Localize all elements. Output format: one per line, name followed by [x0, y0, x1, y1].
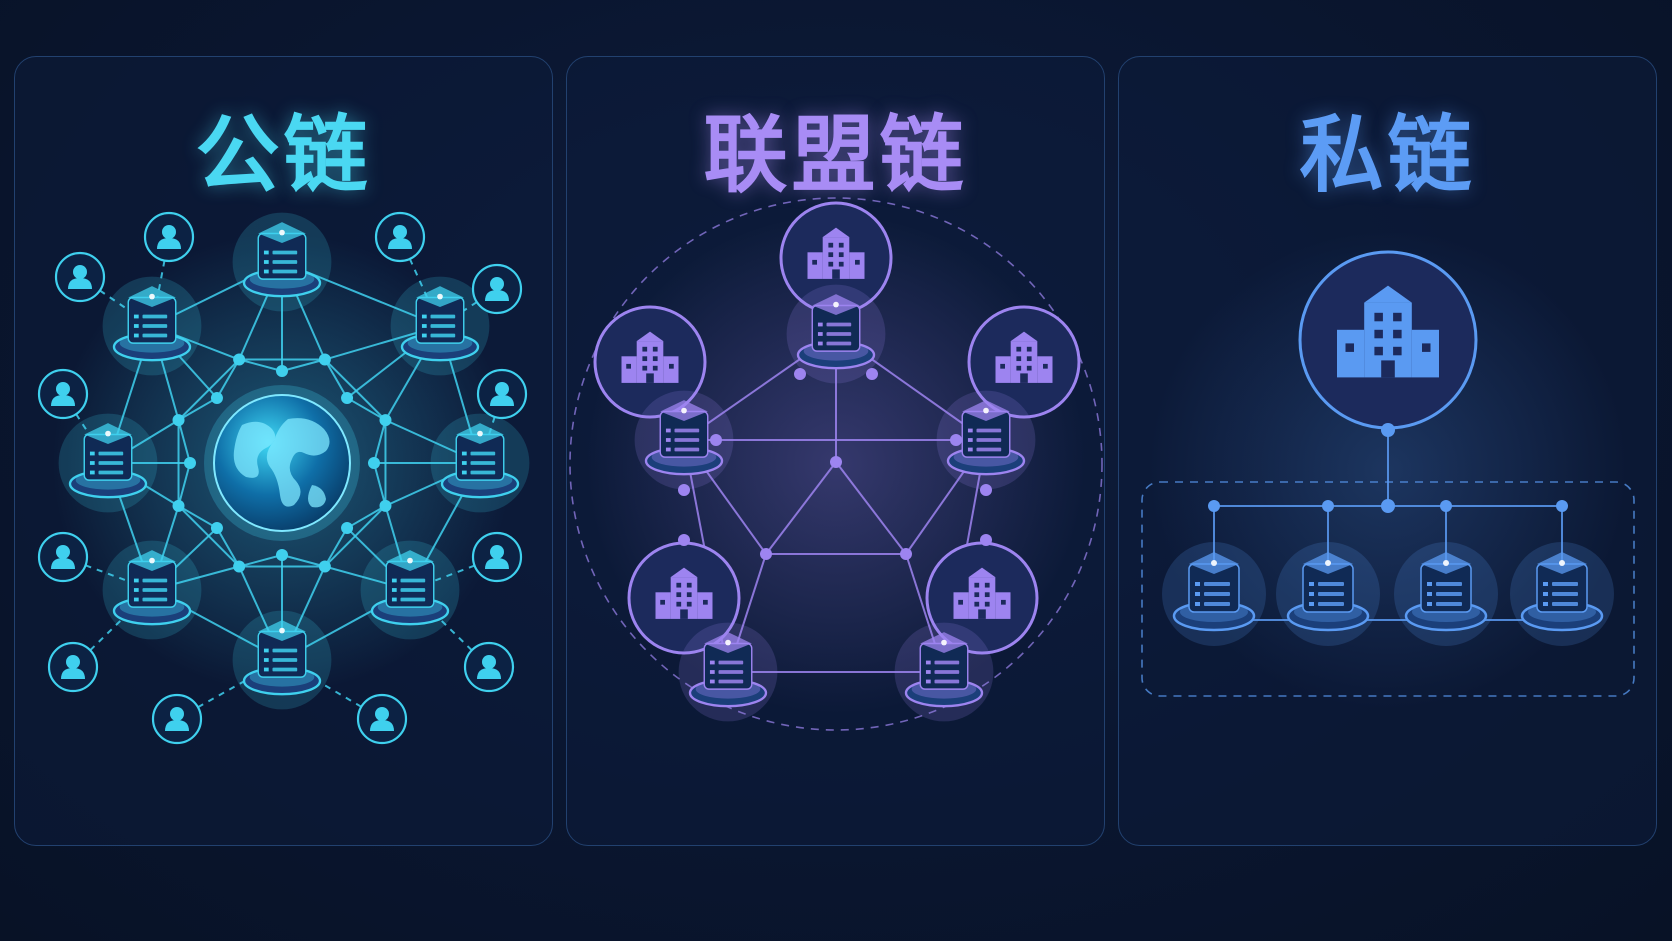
- junction-dot: [1381, 499, 1395, 513]
- junction-dot: [276, 549, 288, 561]
- junction-dot: [379, 414, 392, 427]
- user-icon: [374, 211, 426, 263]
- server-icon: [894, 622, 994, 722]
- mesh-link: [177, 462, 191, 507]
- junction-dot: [794, 368, 806, 380]
- user-icon: [54, 251, 106, 303]
- user-icon: [37, 368, 89, 420]
- mesh-link: [238, 554, 283, 568]
- junction-dot: [318, 560, 331, 573]
- server-icon: [1394, 542, 1498, 646]
- server-icon: [102, 540, 202, 640]
- junction-dot: [980, 484, 992, 496]
- junction-dot: [1208, 500, 1220, 512]
- mesh-link: [324, 358, 387, 421]
- junction-dot: [678, 534, 690, 546]
- junction-dot: [1556, 500, 1568, 512]
- mesh-link: [323, 527, 348, 567]
- junction-dot: [318, 353, 331, 366]
- building-icon: [779, 201, 893, 315]
- junction-dot: [950, 434, 962, 446]
- mesh-link: [281, 554, 326, 568]
- junction-dot: [368, 457, 380, 469]
- junction-dot: [210, 522, 223, 535]
- server-icon: [634, 390, 734, 490]
- junction-dot: [1322, 500, 1334, 512]
- mesh-link: [238, 358, 283, 372]
- mesh-link: [373, 419, 387, 464]
- server-icon: [102, 276, 202, 376]
- server-icon: [390, 276, 490, 376]
- user-icon: [37, 531, 89, 583]
- building-icon: [967, 305, 1081, 419]
- junction-dot: [172, 499, 185, 512]
- public-chain-title: 公链: [195, 106, 372, 204]
- user-icon: [476, 368, 528, 420]
- server-icon: [786, 284, 886, 384]
- building-icon: [925, 541, 1039, 655]
- junction-dot: [172, 414, 185, 427]
- junction-dot: [233, 353, 246, 366]
- server-icon: [232, 212, 332, 312]
- building-icon: [593, 305, 707, 419]
- junction-dot: [233, 560, 246, 573]
- server-icon: [430, 413, 530, 513]
- junction-dot: [341, 522, 354, 535]
- consortium-chain-title: 联盟链: [703, 106, 968, 204]
- consortium-link: [835, 461, 907, 555]
- server-icon: [1276, 542, 1380, 646]
- server-icon: [1510, 542, 1614, 646]
- junction-dot: [866, 368, 878, 380]
- mesh-link: [346, 397, 386, 422]
- mesh-link: [178, 504, 218, 529]
- mesh-link: [281, 358, 326, 372]
- junction-dot: [830, 456, 842, 468]
- consortium-link: [765, 461, 837, 555]
- mesh-link: [216, 527, 241, 567]
- mesh-link: [177, 419, 191, 464]
- diagram-nodes: [37, 201, 1614, 745]
- junction-dot: [1381, 423, 1395, 437]
- junction-dot: [900, 548, 912, 560]
- server-icon: [232, 610, 332, 710]
- junction-dot: [980, 534, 992, 546]
- junction-dot: [210, 391, 223, 404]
- mesh-link: [323, 359, 348, 399]
- globe-icon: [204, 385, 360, 541]
- junction-dot: [379, 499, 392, 512]
- user-icon: [151, 693, 203, 745]
- junction-dot: [184, 457, 196, 469]
- junction-dot: [760, 548, 772, 560]
- user-icon: [143, 211, 195, 263]
- building-icon: [1298, 250, 1478, 430]
- mesh-link: [346, 504, 386, 529]
- mesh-link: [178, 397, 218, 422]
- user-icon: [471, 531, 523, 583]
- junction-dot: [341, 391, 354, 404]
- user-icon: [47, 641, 99, 693]
- junction-dot: [276, 365, 288, 377]
- consortium-boundary: [569, 197, 1103, 731]
- user-icon: [356, 693, 408, 745]
- server-icon: [1162, 542, 1266, 646]
- server-icon: [58, 413, 158, 513]
- mesh-link: [373, 462, 387, 507]
- building-icon: [627, 541, 741, 655]
- junction-dot: [678, 484, 690, 496]
- user-icon: [463, 641, 515, 693]
- junction-dot: [710, 434, 722, 446]
- mesh-link: [177, 505, 240, 568]
- server-icon: [936, 390, 1036, 490]
- mesh-link: [324, 505, 387, 568]
- server-icon: [360, 540, 460, 640]
- junction-dot: [1440, 500, 1452, 512]
- mesh-link: [177, 358, 240, 421]
- mesh-link: [216, 359, 241, 399]
- private-chain-title: 私链: [1299, 106, 1476, 204]
- server-icon: [678, 622, 778, 722]
- user-icon: [471, 263, 523, 315]
